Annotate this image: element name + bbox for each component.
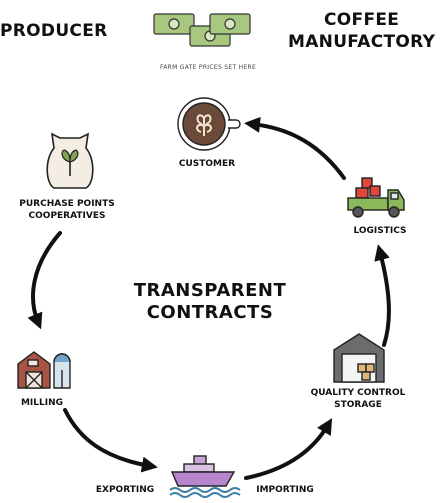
coffee-sack-icon xyxy=(42,128,98,192)
cargo-ship-icon xyxy=(168,452,241,498)
center-title-line2: CONTRACTS xyxy=(146,302,274,323)
purchase-points-label-line1: PURCHASE POINTS xyxy=(19,199,115,209)
delivery-truck-icon xyxy=(346,176,406,220)
arrow-milling-to-exporting xyxy=(63,408,158,473)
importing-label: IMPORTING xyxy=(256,485,314,495)
coffee-heading-line2: MANUFACTORY xyxy=(288,32,436,52)
arrow-logistics-to-customer xyxy=(244,116,346,180)
money-stack-icon xyxy=(152,10,252,54)
purchase-points-label-line2: COOPERATIVES xyxy=(28,211,106,221)
arrow-importing-to-quality xyxy=(244,418,333,480)
customer-label: CUSTOMER xyxy=(178,159,236,169)
arrow-quality-to-logistics xyxy=(374,244,391,347)
center-title-line1: TRANSPARENT xyxy=(133,280,287,301)
coffee-cup-icon xyxy=(174,96,241,152)
barn-mill-icon xyxy=(14,348,78,390)
producer-heading: PRODUCER xyxy=(0,21,108,41)
arrow-purchase-to-milling xyxy=(27,231,62,330)
quality-control-label-line1: QUALITY CONTROL xyxy=(310,388,406,398)
logistics-label: LOGISTICS xyxy=(353,226,407,236)
exporting-label: EXPORTING xyxy=(95,485,155,495)
milling-label: MILLING xyxy=(20,398,64,408)
coffee-heading-line1: COFFEE xyxy=(324,10,400,30)
farm-gate-subtitle: FARM GATE PRICES SET HERE xyxy=(160,64,257,71)
warehouse-icon xyxy=(332,332,386,384)
quality-control-label-line2: STORAGE xyxy=(334,400,382,410)
